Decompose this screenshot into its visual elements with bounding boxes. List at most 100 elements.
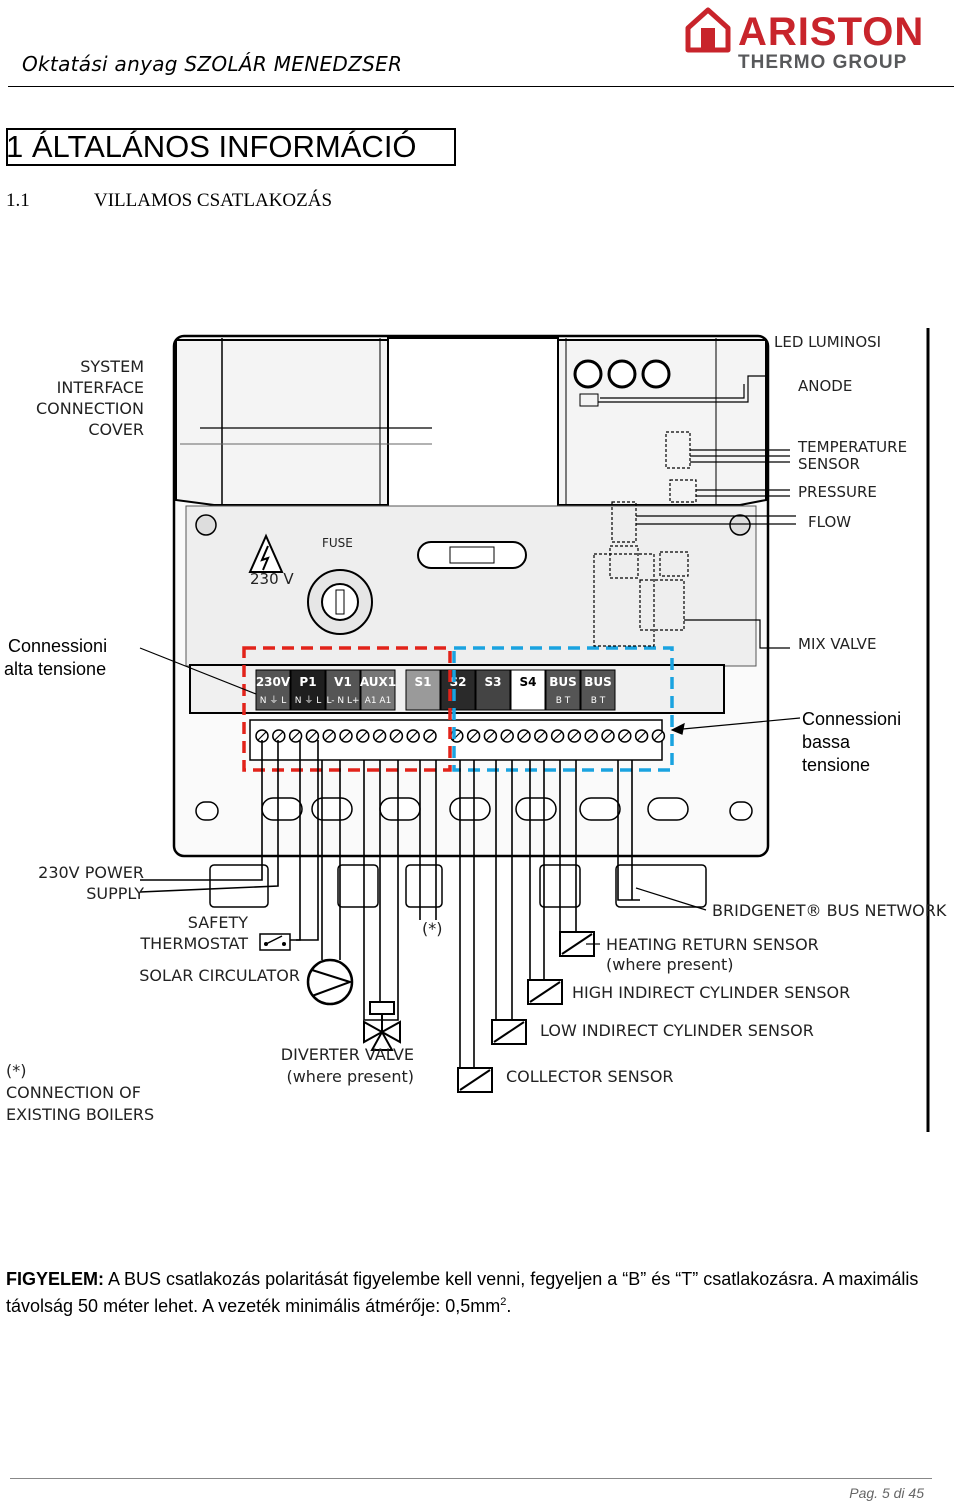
collector-sensor-icon <box>457 1067 493 1093</box>
terminal-4-block <box>405 669 441 711</box>
note-label: FIGYELEM: <box>6 1269 104 1289</box>
mix-valve-label: MIX VALVE <box>798 635 876 653</box>
terminal-2-pins: L- N L+ <box>326 696 359 706</box>
diverter-valve-label-2: (where present) <box>286 1067 414 1086</box>
fuse-label: FUSE <box>322 536 353 550</box>
note-text: A BUS csatlakozás polaritását figyelembe… <box>6 1269 919 1316</box>
terminal-9-block <box>580 669 616 711</box>
flow-label: FLOW <box>808 513 851 531</box>
anode-label: ANODE <box>798 377 852 395</box>
existing-boilers-label-3: EXISTING BOILERS <box>6 1105 154 1124</box>
existing-boilers-label-1: (*) <box>6 1061 26 1080</box>
low-voltage-label-2: bassa <box>802 732 851 752</box>
screw-slot <box>519 731 529 741</box>
wires <box>139 740 640 1081</box>
screw-slot <box>341 731 351 741</box>
terminal-3-pins: A1 A1 <box>365 696 392 706</box>
screw-slot <box>553 731 563 741</box>
terminal-9-name: BUS <box>584 675 612 689</box>
screw-slot <box>637 731 647 741</box>
terminal-2-name: V1 <box>334 675 352 689</box>
section-heading: 1 ÁLTALÁNOS INFORMÁCIÓ <box>6 129 417 164</box>
left-labels: SYSTEM INTERFACE CONNECTION COVER Connes… <box>4 357 442 1124</box>
terminal-2-block <box>325 669 361 711</box>
header-title: Oktatási anyag SZOLÁR MENEDZSER <box>22 52 403 76</box>
diverter-valve-icon <box>363 1001 401 1051</box>
low-voltage-label-3: tensione <box>802 755 870 775</box>
power-supply-label-1: 230V POWER <box>38 863 144 882</box>
screw-slot <box>375 731 385 741</box>
sensor-connectors <box>593 431 697 647</box>
bridgenet-label: BRIDGENET® BUS NETWORK <box>712 901 947 920</box>
house-logo-icon <box>685 7 731 53</box>
screw-slot <box>408 731 418 741</box>
terminal-0-name: 230V <box>256 675 291 689</box>
terminal-1-block <box>290 669 326 711</box>
terminal-1-name: P1 <box>299 675 316 689</box>
screw-slot <box>536 731 546 741</box>
subsection-number: 1.1 <box>6 190 30 211</box>
safety-thermostat-label-1: SAFETY <box>188 913 248 932</box>
system-interface-label-1: SYSTEM <box>80 357 144 376</box>
terminal-8-name: BUS <box>549 675 577 689</box>
terminal-4-name: S1 <box>415 675 432 689</box>
leader-lines <box>139 375 801 945</box>
screw-slot <box>586 731 596 741</box>
terminal-1-pins: N ⏚ L <box>295 695 321 706</box>
system-interface-label-3: CONNECTION <box>36 399 144 418</box>
asterisk-label: (*) <box>422 919 442 938</box>
system-interface-label-2: INTERFACE <box>57 378 144 397</box>
heating-return-label-1: HEATING RETURN SENSOR <box>606 935 819 954</box>
warning-note: FIGYELEM: A BUS csatlakozás polaritását … <box>6 1268 956 1318</box>
existing-boilers-label-2: CONNECTION OF <box>6 1083 141 1102</box>
note-end: . <box>506 1296 512 1316</box>
screw-slot <box>391 731 401 741</box>
screw-slot <box>257 731 267 741</box>
low-cylinder-label: LOW INDIRECT CYLINDER SENSOR <box>540 1021 814 1040</box>
note-superscript: 2 <box>500 1296 507 1308</box>
safety-thermostat-switch-icon <box>259 933 291 951</box>
high-voltage-label-2: alta tensione <box>4 659 106 679</box>
high-cylinder-label: HIGH INDIRECT CYLINDER SENSOR <box>572 983 850 1002</box>
terminal-7-name: S4 <box>520 675 537 689</box>
power-supply-label-2: SUPPLY <box>86 884 144 903</box>
screw-slot <box>274 731 284 741</box>
page-number: Pag. 5 di 45 <box>849 1485 924 1501</box>
solar-circulator-pump-icon <box>306 958 354 1006</box>
temperature-sensor-label-2: SENSOR <box>798 455 860 473</box>
terminal-0-pins: N ⏚ L <box>260 695 286 706</box>
screw-slot <box>603 731 613 741</box>
led-3-icon <box>641 359 671 389</box>
heating-return-label-2: (where present) <box>606 955 734 974</box>
right-labels: LED LUMINOSI ANODE TEMPERATURE SENSOR PR… <box>506 333 947 1086</box>
system-interface-label-4: COVER <box>88 420 144 439</box>
control-unit-housing: 230 V FUSE <box>172 334 770 858</box>
screw-slot <box>569 731 579 741</box>
h1-frame <box>6 128 456 166</box>
diverter-valve-label-1: DIVERTER VALVE <box>281 1045 414 1064</box>
high-voltage-warning-icon <box>248 533 284 573</box>
high-voltage-label-1: Connessioni <box>8 636 107 656</box>
terminal-3-block <box>360 669 396 711</box>
footer-rule <box>10 1478 932 1479</box>
screw-slot <box>425 731 435 741</box>
low-voltage-label-1: Connessioni <box>802 709 901 729</box>
screw-icon <box>729 514 751 536</box>
terminal-6-block <box>475 669 511 711</box>
terminal-0-block <box>255 669 291 711</box>
screw-slot <box>324 731 334 741</box>
terminal-8-pins: B T <box>556 696 571 706</box>
terminal-9-pins: B T <box>591 696 606 706</box>
terminal-screws <box>255 729 666 743</box>
logo-subtitle: THERMO GROUP <box>738 52 908 73</box>
solar-circulator-label: SOLAR CIRCULATOR <box>139 966 300 985</box>
board-voltage-label: 230 V <box>250 570 294 588</box>
screw-slot <box>620 731 630 741</box>
screw-slot <box>307 731 317 741</box>
heating-return-sensor-icon <box>559 931 595 957</box>
led-2-icon <box>607 359 637 389</box>
logo-word: ARISTON <box>738 10 925 54</box>
terminal-5-block <box>440 669 476 711</box>
